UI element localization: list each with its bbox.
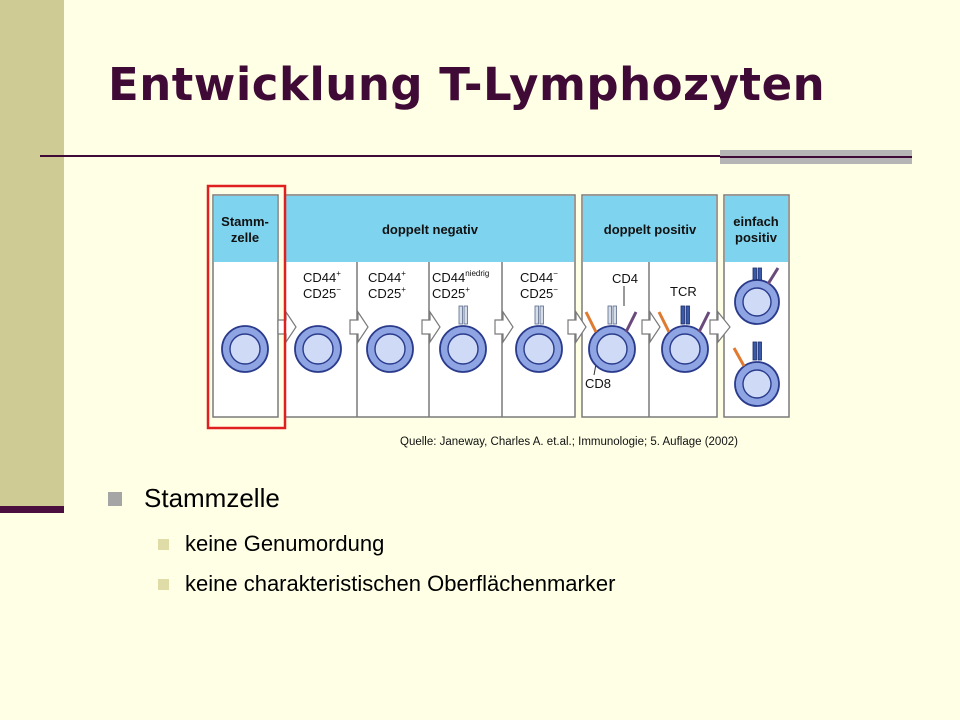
tcr-receptor [752, 341, 757, 361]
receptors [458, 267, 780, 367]
header-label-stem-2: zelle [231, 230, 259, 245]
tcr-receptor [680, 305, 685, 325]
marker-label: CD44niedrig [432, 269, 489, 285]
header-label-single-1: einfach [733, 214, 779, 229]
source-caption: Quelle: Janeway, Charles A. et.al.; Immu… [400, 436, 738, 448]
bullet-main: Stammzelle [108, 483, 280, 514]
stage-arrow [641, 310, 661, 344]
tcr-receptor [607, 305, 612, 325]
stem-cell-highlight [206, 184, 287, 430]
cd4-receptor [766, 267, 780, 285]
cd4-receptor [697, 311, 711, 333]
sidebar-accent-foot [0, 506, 64, 513]
stage-arrow [349, 310, 369, 344]
tcr-receptor [752, 267, 757, 281]
slide-title: Entwicklung T-Lymphozyten [108, 58, 826, 111]
bullet-main-text: Stammzelle [144, 483, 280, 513]
nucleus [374, 333, 406, 365]
cd8-receptor [657, 311, 671, 333]
cd8-label: CD8 [585, 376, 611, 391]
header-single-positive [725, 196, 788, 262]
bullet-square-icon [158, 538, 169, 550]
stage-arrow [494, 310, 514, 344]
pre-tcr-receptor [458, 305, 463, 325]
bullet-sub-text: keine Genumordung [185, 531, 385, 556]
title-rule [40, 155, 912, 157]
nucleus [669, 333, 701, 365]
pre-tcr-receptor [534, 305, 539, 325]
header-stem-cell [214, 196, 277, 262]
marker-label: CD44− [520, 269, 558, 285]
marker-label: CD44+ [303, 269, 341, 285]
bullet-square-icon [158, 578, 169, 590]
tcr-receptor [612, 305, 617, 325]
title-rule-accent-line [720, 156, 912, 158]
header-double-positive [583, 196, 716, 262]
header-label-single-2: positiv [735, 230, 778, 245]
marker-label: CD25− [303, 285, 341, 301]
bullet-square-icon [108, 491, 122, 506]
pre-tcr-receptor [539, 305, 544, 325]
tcr-receptor [757, 267, 762, 281]
nucleus [596, 333, 628, 365]
bullet-sub-text: keine charakteristischen Oberflächenmark… [185, 571, 616, 596]
stage-arrow [421, 310, 441, 344]
marker-label: CD25+ [432, 285, 470, 301]
tcr-receptor [685, 305, 690, 325]
bullet-sub-2: keine charakteristischen Oberflächenmark… [158, 571, 615, 597]
pre-tcr-receptor [463, 305, 468, 325]
header-double-negative [286, 196, 574, 262]
nucleus [742, 287, 772, 317]
nucleus [447, 333, 479, 365]
stage-arrow [567, 310, 587, 344]
nucleus [523, 333, 555, 365]
cd4-receptor [624, 311, 638, 333]
cd4-label: CD4 [612, 271, 638, 286]
nucleus [742, 369, 772, 399]
header-label-double-positive: doppelt positiv [604, 222, 697, 237]
t-cell-development-diagram: Stamm- zelle doppelt negativ doppelt pos… [206, 184, 790, 430]
tcr-label: TCR [670, 284, 697, 299]
bullet-sub-1: keine Genumordung [158, 531, 384, 557]
cd8-receptor [732, 347, 746, 367]
tcr-receptor [757, 341, 762, 361]
marker-label: CD25+ [368, 285, 406, 301]
stage-arrow [709, 310, 731, 344]
marker-label: CD44+ [368, 269, 406, 285]
header-label-stem-1: Stamm- [221, 214, 269, 229]
sidebar-accent [0, 0, 64, 508]
cd8-receptor [584, 311, 598, 333]
nucleus [229, 333, 261, 365]
marker-label: CD25− [520, 285, 558, 301]
header-label-double-negative: doppelt negativ [382, 222, 479, 237]
nucleus [302, 333, 334, 365]
